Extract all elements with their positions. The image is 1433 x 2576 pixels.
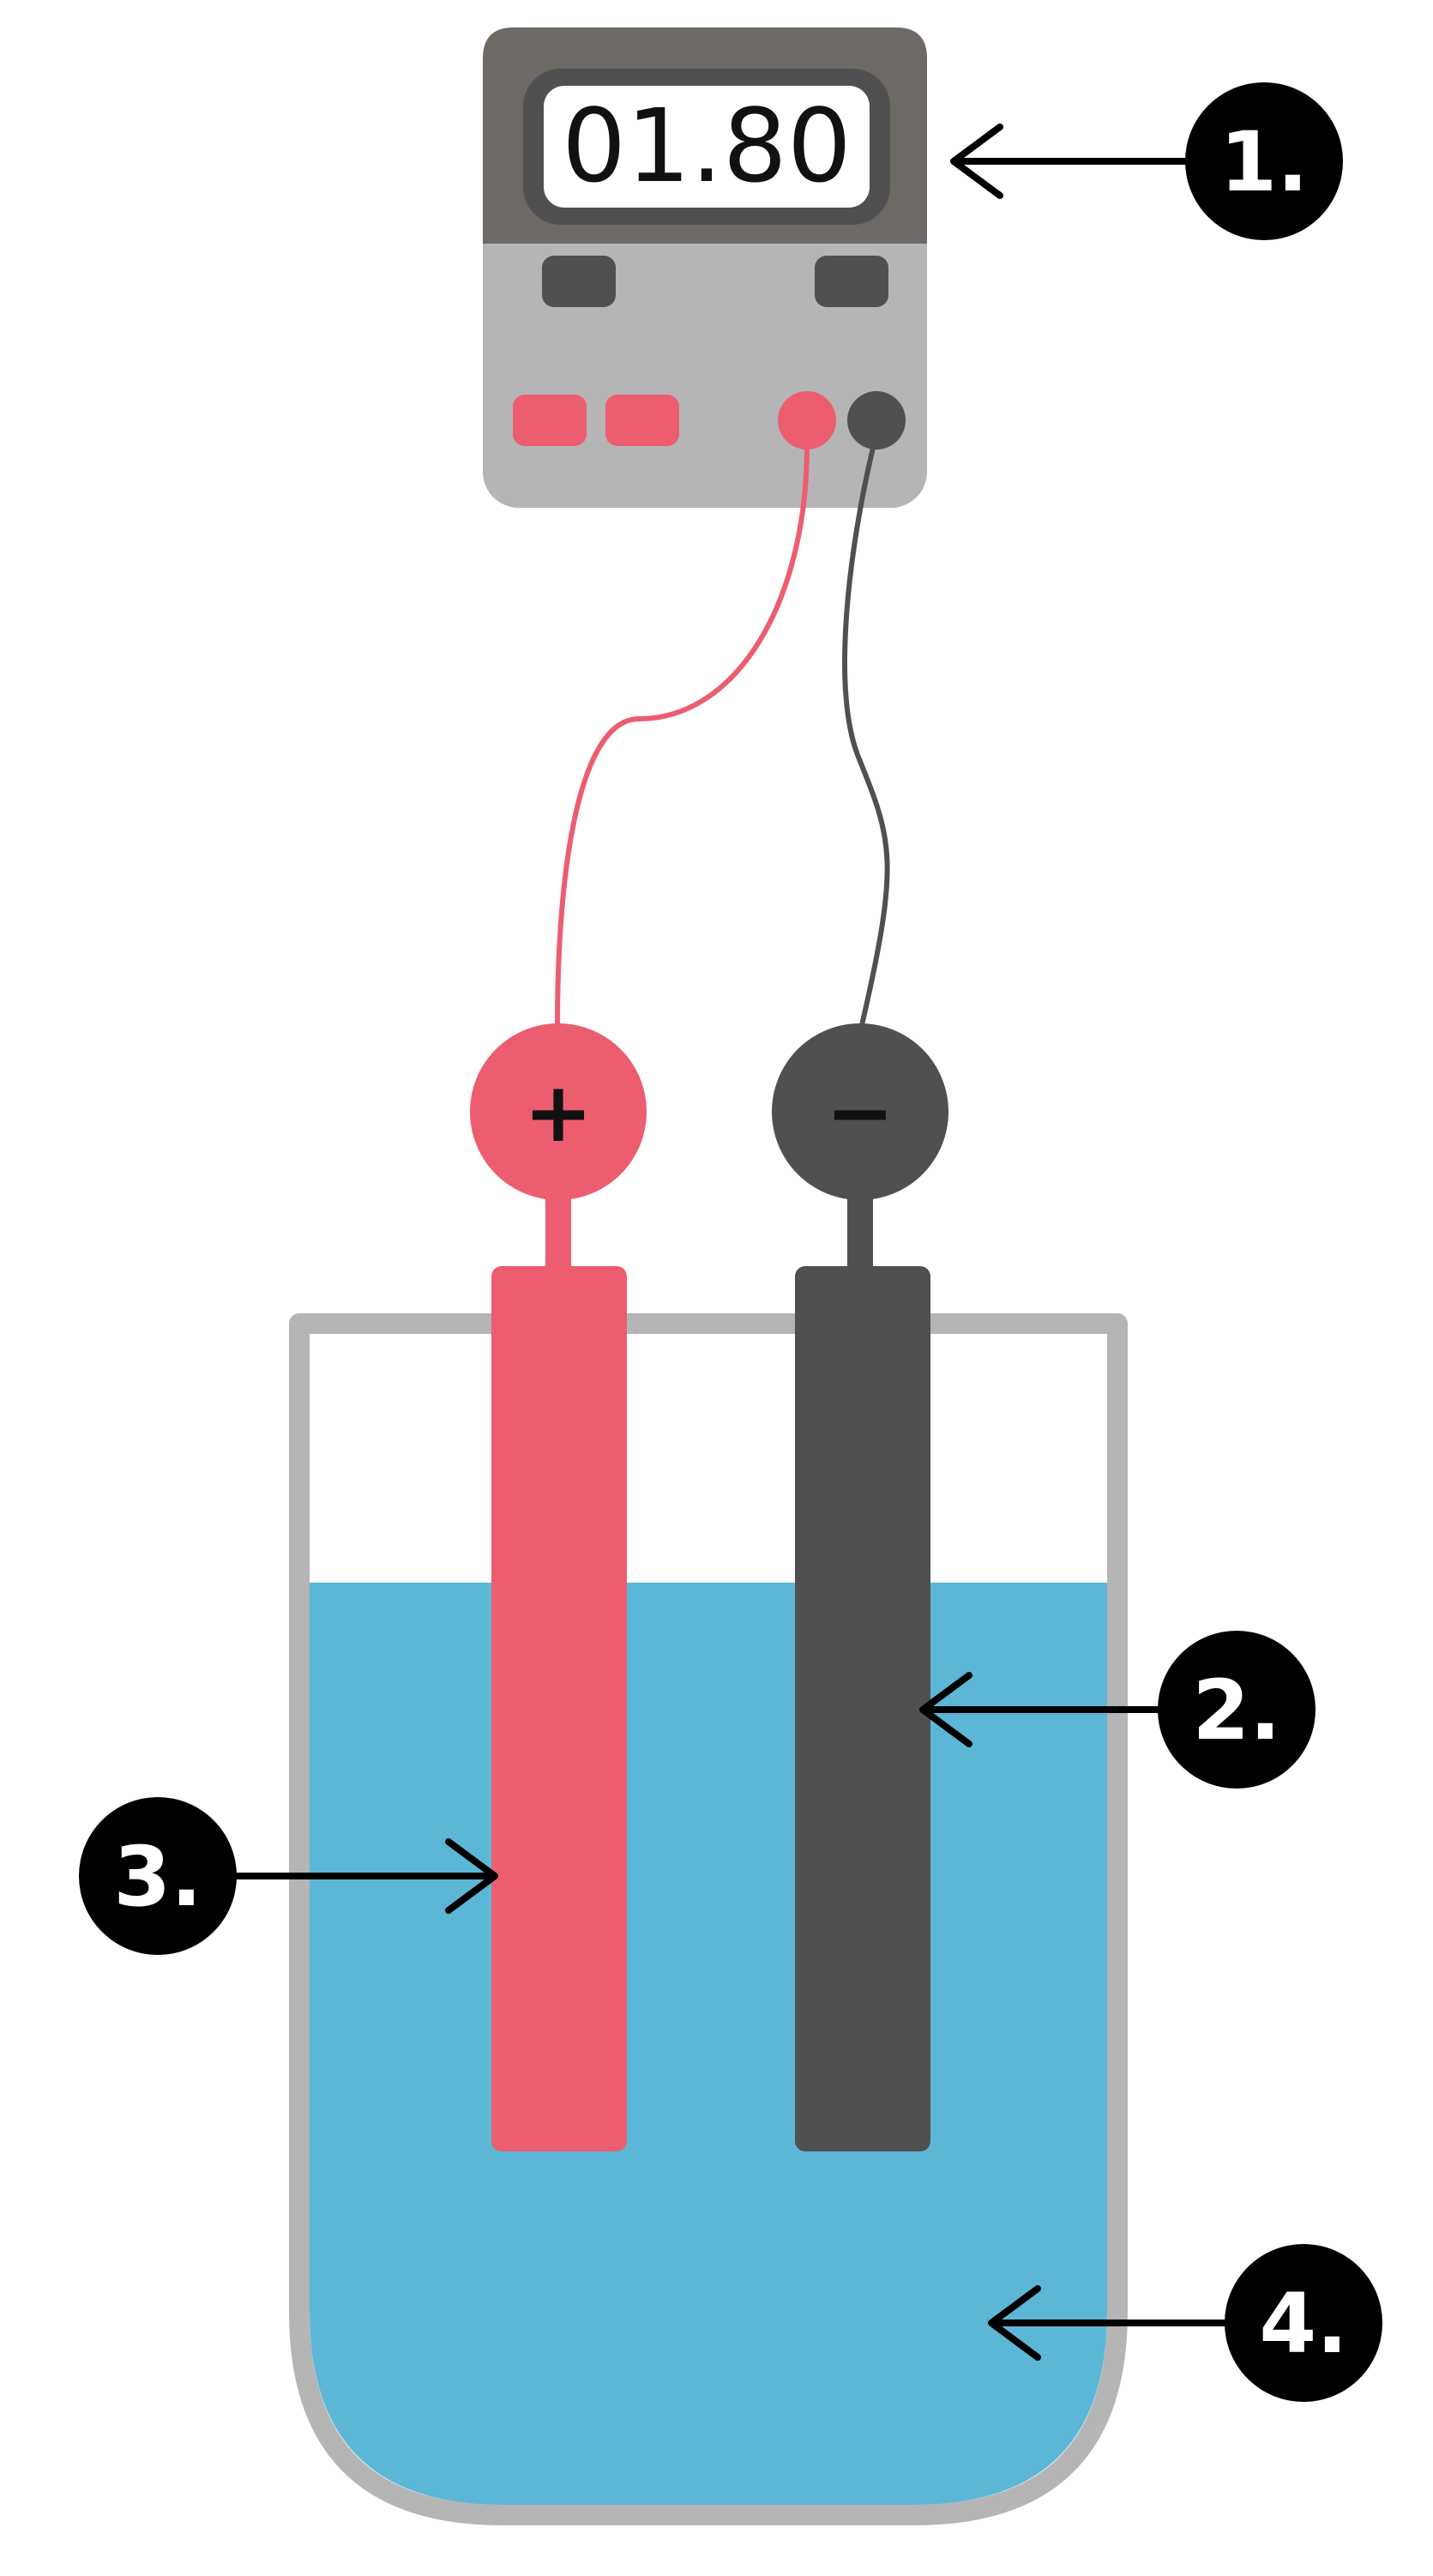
positive-electrode-rod <box>491 1266 627 2151</box>
solution <box>310 1583 1107 2505</box>
callout-4-label: 4. <box>1259 2276 1347 2372</box>
multimeter: 01.80 <box>483 27 927 508</box>
positive-sign: + <box>524 1065 593 1161</box>
positive-electrode-cap <box>470 1023 647 1200</box>
callout-2-label: 2. <box>1192 1662 1280 1759</box>
callout-1-label: 1. <box>1219 114 1308 210</box>
meter-button-right[interactable] <box>815 256 888 307</box>
meter-pad-2[interactable] <box>605 395 679 446</box>
positive-electrode: + <box>470 1023 647 2151</box>
callout-3-badge <box>79 1797 237 1955</box>
negative-sign: − <box>826 1065 894 1161</box>
beaker-wall <box>289 1313 1128 2525</box>
callout-3-arrow-head <box>445 1838 498 1914</box>
callout-3: 3. <box>79 1797 498 1955</box>
negative-wire <box>842 447 890 1026</box>
meter-positive-terminal[interactable] <box>778 391 836 449</box>
meter-button-left[interactable] <box>542 256 616 307</box>
callout-2-arrow-head <box>919 1672 972 1747</box>
display-screen <box>544 86 870 208</box>
callout-4-arrow-head <box>988 2285 1041 2361</box>
callout-1-badge <box>1185 82 1343 240</box>
beaker <box>289 1313 1128 2525</box>
display-reading: 01.80 <box>562 87 852 205</box>
callout-2-badge <box>1158 1631 1316 1789</box>
meter-negative-terminal[interactable] <box>847 391 906 449</box>
callout-3-label: 3. <box>113 1829 202 1925</box>
negative-electrode: − <box>772 1023 948 2151</box>
positive-wire <box>555 445 810 1026</box>
meter-pad-1[interactable] <box>513 395 587 446</box>
negative-electrode-cap <box>772 1023 948 1200</box>
negative-electrode-rod <box>795 1266 930 2151</box>
callout-1-arrow-head <box>950 124 1003 199</box>
callout-1: 1. <box>950 82 1343 240</box>
callout-2: 2. <box>919 1631 1316 1789</box>
callout-4: 4. <box>988 2244 1382 2402</box>
callout-4-badge <box>1225 2244 1382 2402</box>
